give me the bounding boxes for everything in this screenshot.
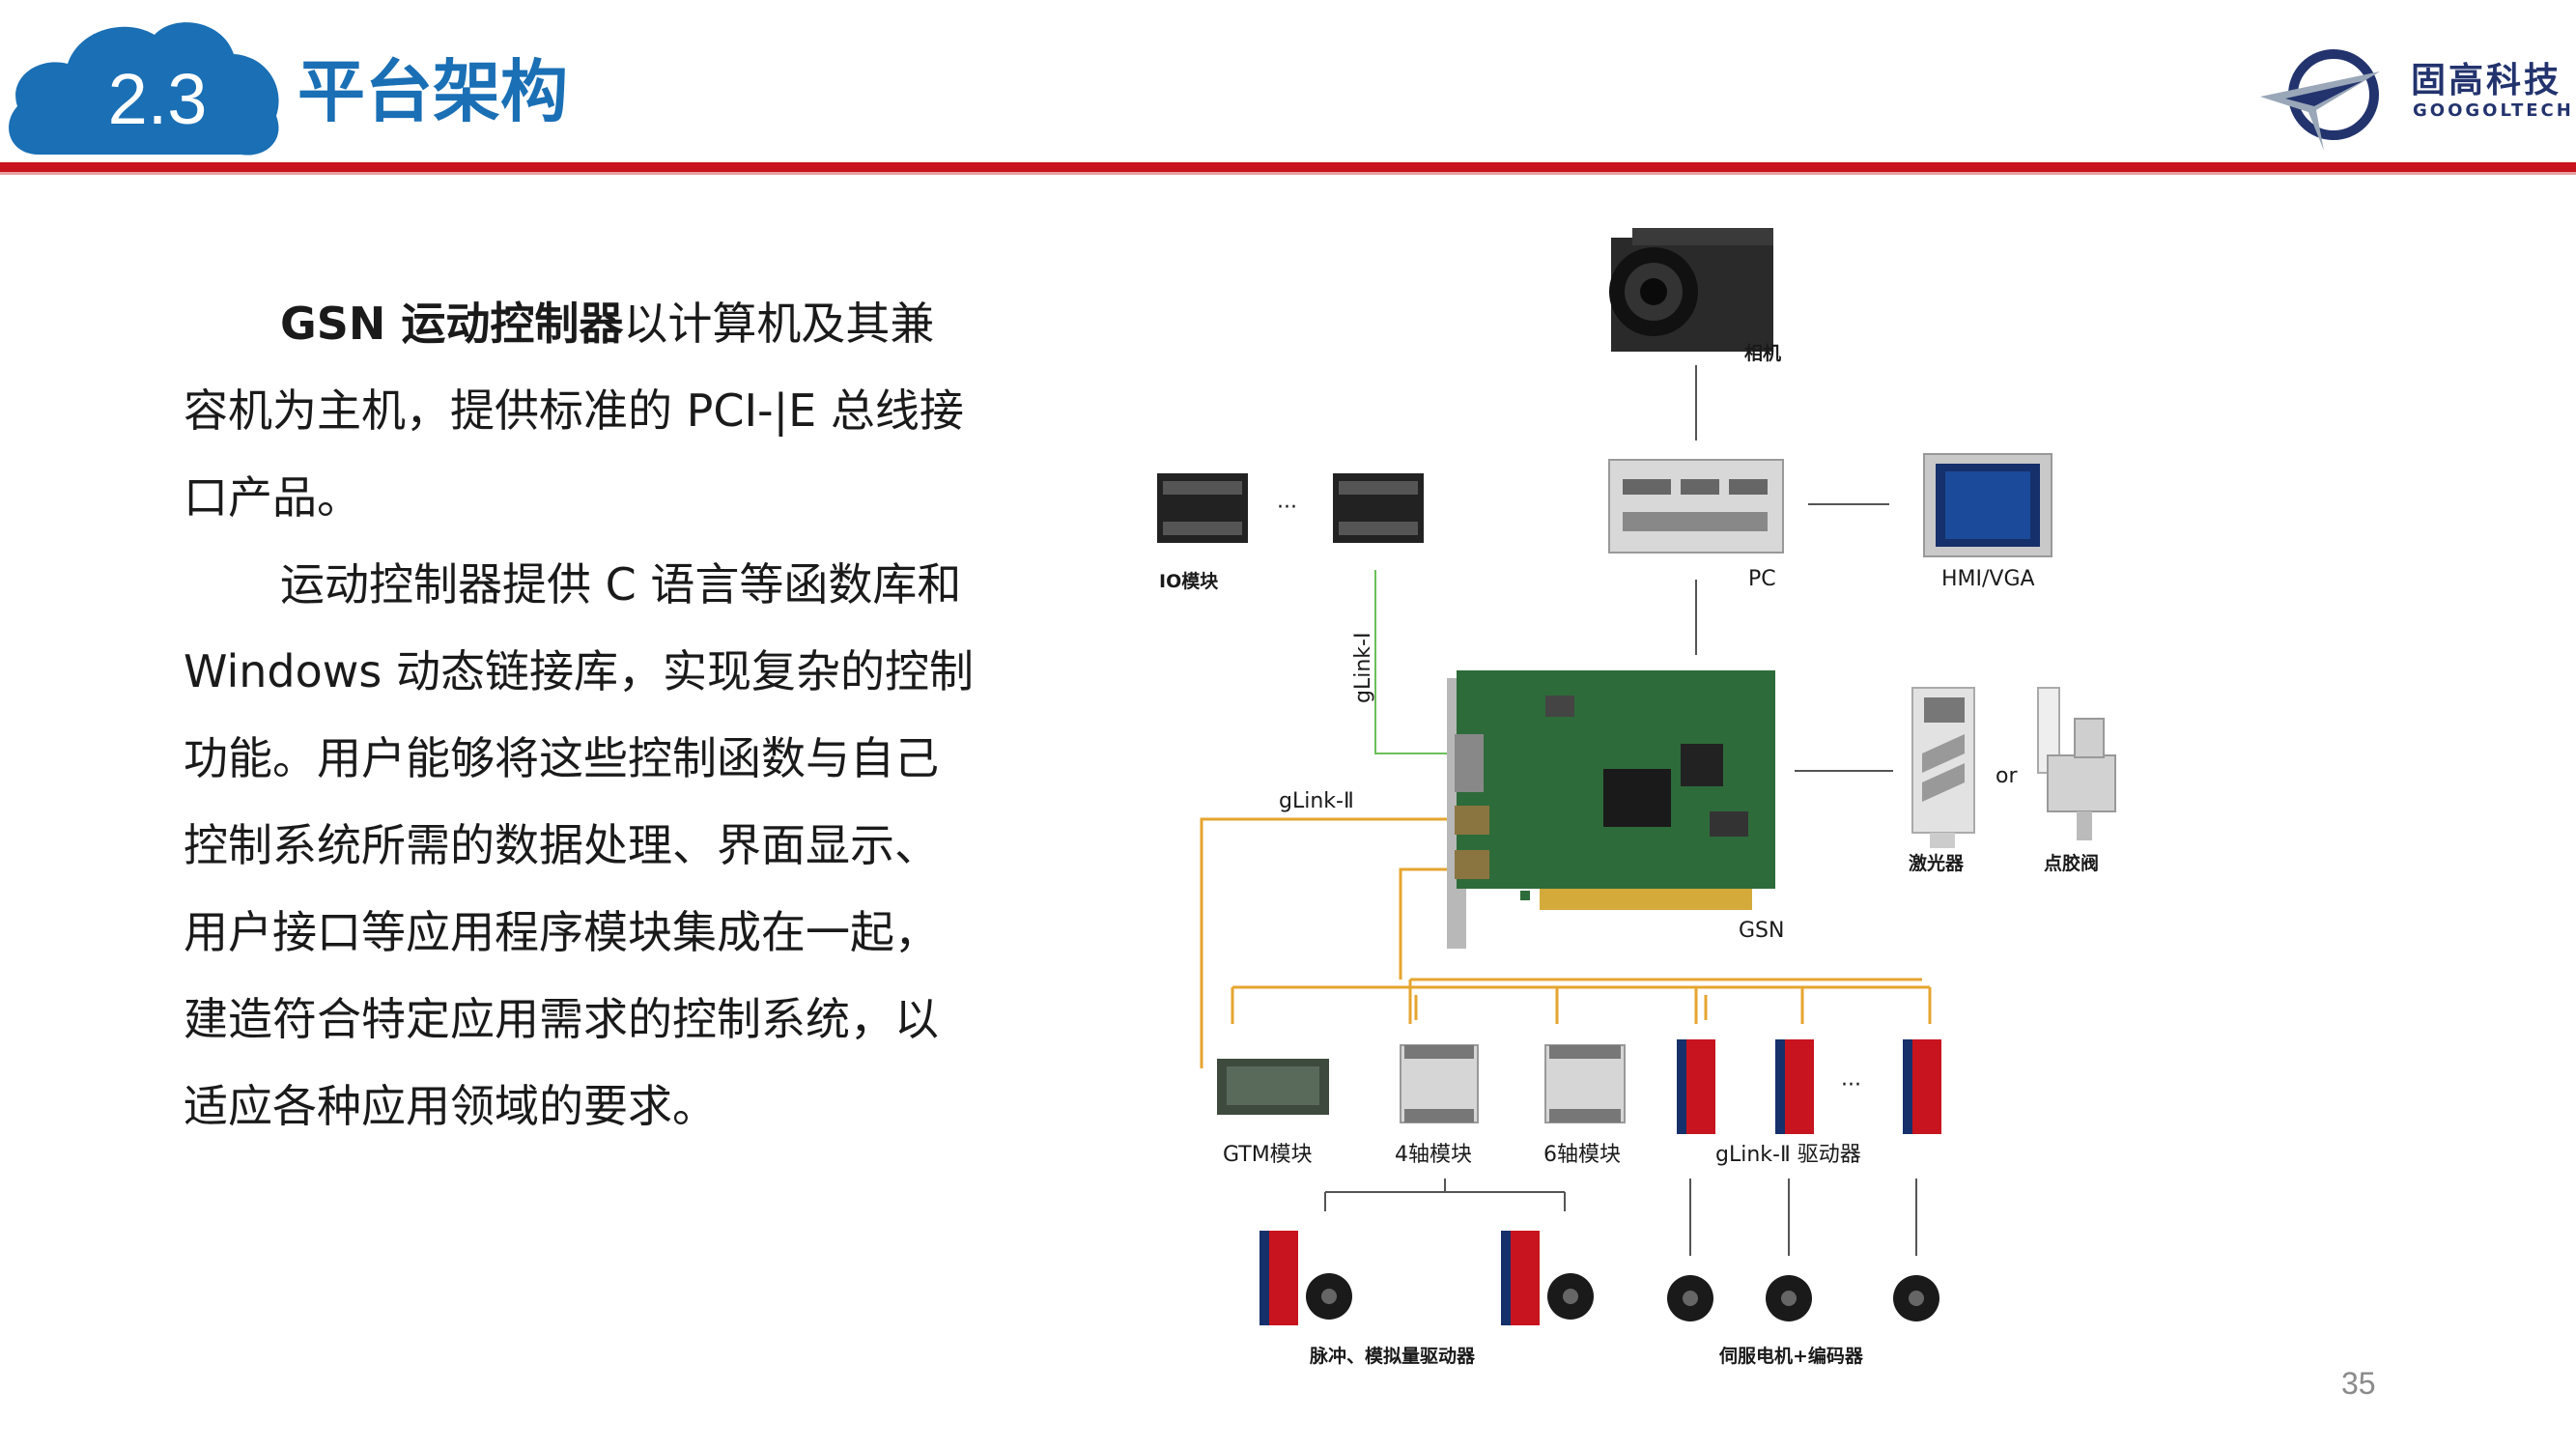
- paragraph-1-rest: 以计算机及其兼容机为主机，提供标准的 PCI-|E 总线接口产品。: [184, 298, 964, 524]
- description-text: GSN 运动控制器以计算机及其兼容机为主机，提供标准的 PCI-|E 总线接口产…: [184, 280, 976, 1150]
- dispense-label: 点胶阀: [2044, 852, 2099, 874]
- pulse-drive-1: [1260, 1231, 1352, 1325]
- io-module-1: [1157, 473, 1248, 543]
- glink2-label: gLink-Ⅱ: [1279, 789, 1354, 813]
- googoltech-logo-icon: [2260, 49, 2380, 151]
- axis4-label: 4轴模块: [1395, 1143, 1472, 1167]
- gsn-label: GSN: [1739, 919, 1784, 943]
- laser-label: 激光器: [1909, 852, 1965, 874]
- servo-motor-2: [1766, 1275, 1812, 1321]
- camera-image: [1609, 228, 1773, 352]
- glink1-label: gLink-Ⅰ: [1351, 633, 1375, 703]
- hmi-image: [1923, 453, 2052, 557]
- io-ellipsis: ···: [1277, 496, 1297, 520]
- page-number: 35: [2341, 1366, 2376, 1401]
- io-module-2: [1333, 473, 1424, 543]
- laser-image: [1911, 687, 1975, 848]
- section-number: 2.3: [107, 59, 208, 139]
- glink2-bus: [1200, 817, 1932, 1068]
- glink2-drive-1: [1677, 1039, 1715, 1134]
- pulse-drive-label: 脉冲、模拟量驱动器: [1309, 1345, 1476, 1367]
- servo-motor-3: [1893, 1275, 1939, 1321]
- logo-chinese-text: 固高科技: [2411, 61, 2562, 100]
- axis6-module-image: [1544, 1044, 1626, 1123]
- glink1-line: [1374, 570, 1449, 754]
- section-cloud-badge: [9, 22, 279, 156]
- servo-motor-label: 伺服电机+编码器: [1718, 1345, 1864, 1367]
- camera-label: 相机: [1744, 343, 1781, 364]
- header-rule-shadow: [0, 172, 2576, 175]
- pc-image: [1608, 459, 1784, 554]
- io-module-label: IO模块: [1159, 570, 1219, 592]
- or-label: or: [1996, 764, 2018, 788]
- header-rule: [0, 162, 2576, 172]
- page-title: 平台架构: [297, 52, 568, 131]
- pc-label: PC: [1748, 567, 1776, 591]
- dispense-valve-image: [2037, 687, 2116, 840]
- gsn-board-image: [1447, 670, 1775, 949]
- hmi-label: HMI/VGA: [1941, 567, 2035, 591]
- gtm-module-image: [1217, 1059, 1329, 1115]
- axis4-module-image: [1400, 1044, 1479, 1123]
- drive-ellipsis: ···: [1841, 1073, 1861, 1097]
- paragraph-1: GSN 运动控制器以计算机及其兼容机为主机，提供标准的 PCI-|E 总线接口产…: [184, 280, 976, 541]
- glink2-drive-2: [1775, 1039, 1814, 1134]
- servo-motor-1: [1667, 1275, 1713, 1321]
- logo-english-text: GOOGOLTECH: [2413, 100, 2574, 121]
- axis6-label: 6轴模块: [1543, 1143, 1621, 1167]
- glink2-drive-3: [1903, 1039, 1941, 1134]
- paragraph-2: 运动控制器提供 C 语言等函数库和 Windows 动态链接库，实现复杂的控制功…: [184, 558, 974, 1132]
- glink2-drive-label: gLink-Ⅱ 驱动器: [1715, 1143, 1861, 1167]
- gray-connectors: [1324, 365, 1917, 1256]
- gtm-label: GTM模块: [1223, 1143, 1313, 1167]
- gsn-highlight: GSN 运动控制器: [280, 298, 624, 350]
- pulse-drive-2: [1501, 1231, 1594, 1325]
